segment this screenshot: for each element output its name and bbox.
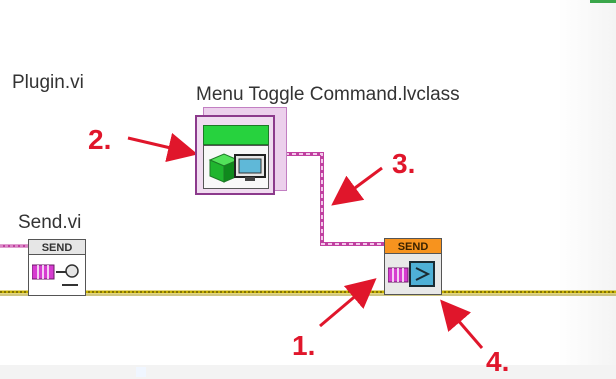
error-wire[interactable] <box>0 290 616 296</box>
class-constant-front-face <box>195 115 275 195</box>
class-header-bar <box>203 125 269 145</box>
top-right-indicator <box>590 0 616 3</box>
send-vi-node-main[interactable]: SEND <box>384 238 444 296</box>
callout-arrow-1 <box>319 278 377 328</box>
bottom-strip-marker <box>136 367 146 377</box>
send-node-header: SEND <box>28 239 86 255</box>
menu-toggle-command-class-constant[interactable] <box>195 107 287 197</box>
queue-icon <box>32 264 79 286</box>
callout-1: 1. <box>292 330 316 361</box>
callout-4: 4. <box>486 346 510 377</box>
callout-3: 3. <box>392 148 416 179</box>
scrollbar-region-right[interactable] <box>558 0 616 379</box>
send-node-header-main: SEND <box>384 238 442 254</box>
callout-arrow-4 <box>440 299 484 349</box>
monitor-icon <box>234 154 266 181</box>
plugin-vi-label: Plugin.vi <box>12 72 84 93</box>
callout-2: 2. <box>88 124 112 155</box>
bottom-strip <box>0 365 616 379</box>
send-vi-node-small[interactable]: SEND <box>28 239 88 297</box>
callout-arrow-2 <box>127 132 198 163</box>
class-title-label: Menu Toggle Command.lvclass <box>196 84 460 105</box>
send-vi-label: Send.vi <box>18 212 82 233</box>
send-arrow-icon <box>388 261 435 287</box>
callout-arrow-3 <box>331 166 383 206</box>
class-wire[interactable] <box>285 152 390 246</box>
